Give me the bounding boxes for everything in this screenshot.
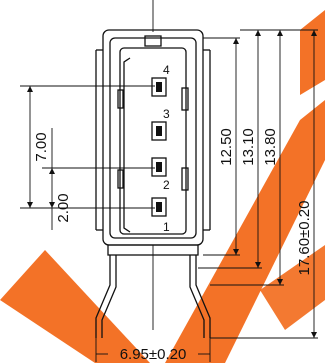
pin-contact-2 (151, 157, 167, 177)
dim-13-10: 13.10 (198, 29, 262, 269)
pin-label-3: 3 (163, 107, 170, 121)
dim-12-50: 12.50 (203, 37, 240, 256)
connector-base (95, 244, 211, 338)
connector-shell (95, 29, 211, 246)
pin-contact-4 (151, 77, 167, 97)
dim-7-00: 7.00 (20, 85, 155, 209)
dim-label-17-60: 17.60±0.20 (296, 201, 313, 276)
pin-contacts (151, 77, 167, 217)
dim-17-60: 17.60±0.20 (210, 29, 318, 339)
dim-label-13-80: 13.80 (262, 128, 279, 166)
dim-13-80: 13.80 (210, 29, 284, 286)
dim-label-12-50: 12.50 (218, 128, 235, 166)
dim-label-7-00: 7.00 (33, 132, 50, 161)
watermark (0, 10, 325, 363)
dim-2-00: 2.00 (42, 128, 155, 230)
pin-label-2: 2 (163, 178, 170, 192)
pin-label-1: 1 (163, 220, 170, 234)
pin-label-4: 4 (163, 63, 170, 77)
pin-contact-1 (151, 197, 167, 217)
dim-label-6-95: 6.95±0.20 (120, 346, 187, 363)
dim-label-13-10: 13.10 (240, 128, 257, 166)
dim-6-95: 6.95±0.20 (95, 338, 211, 363)
pin-contact-3 (151, 121, 167, 141)
dim-label-2-00: 2.00 (55, 193, 72, 222)
